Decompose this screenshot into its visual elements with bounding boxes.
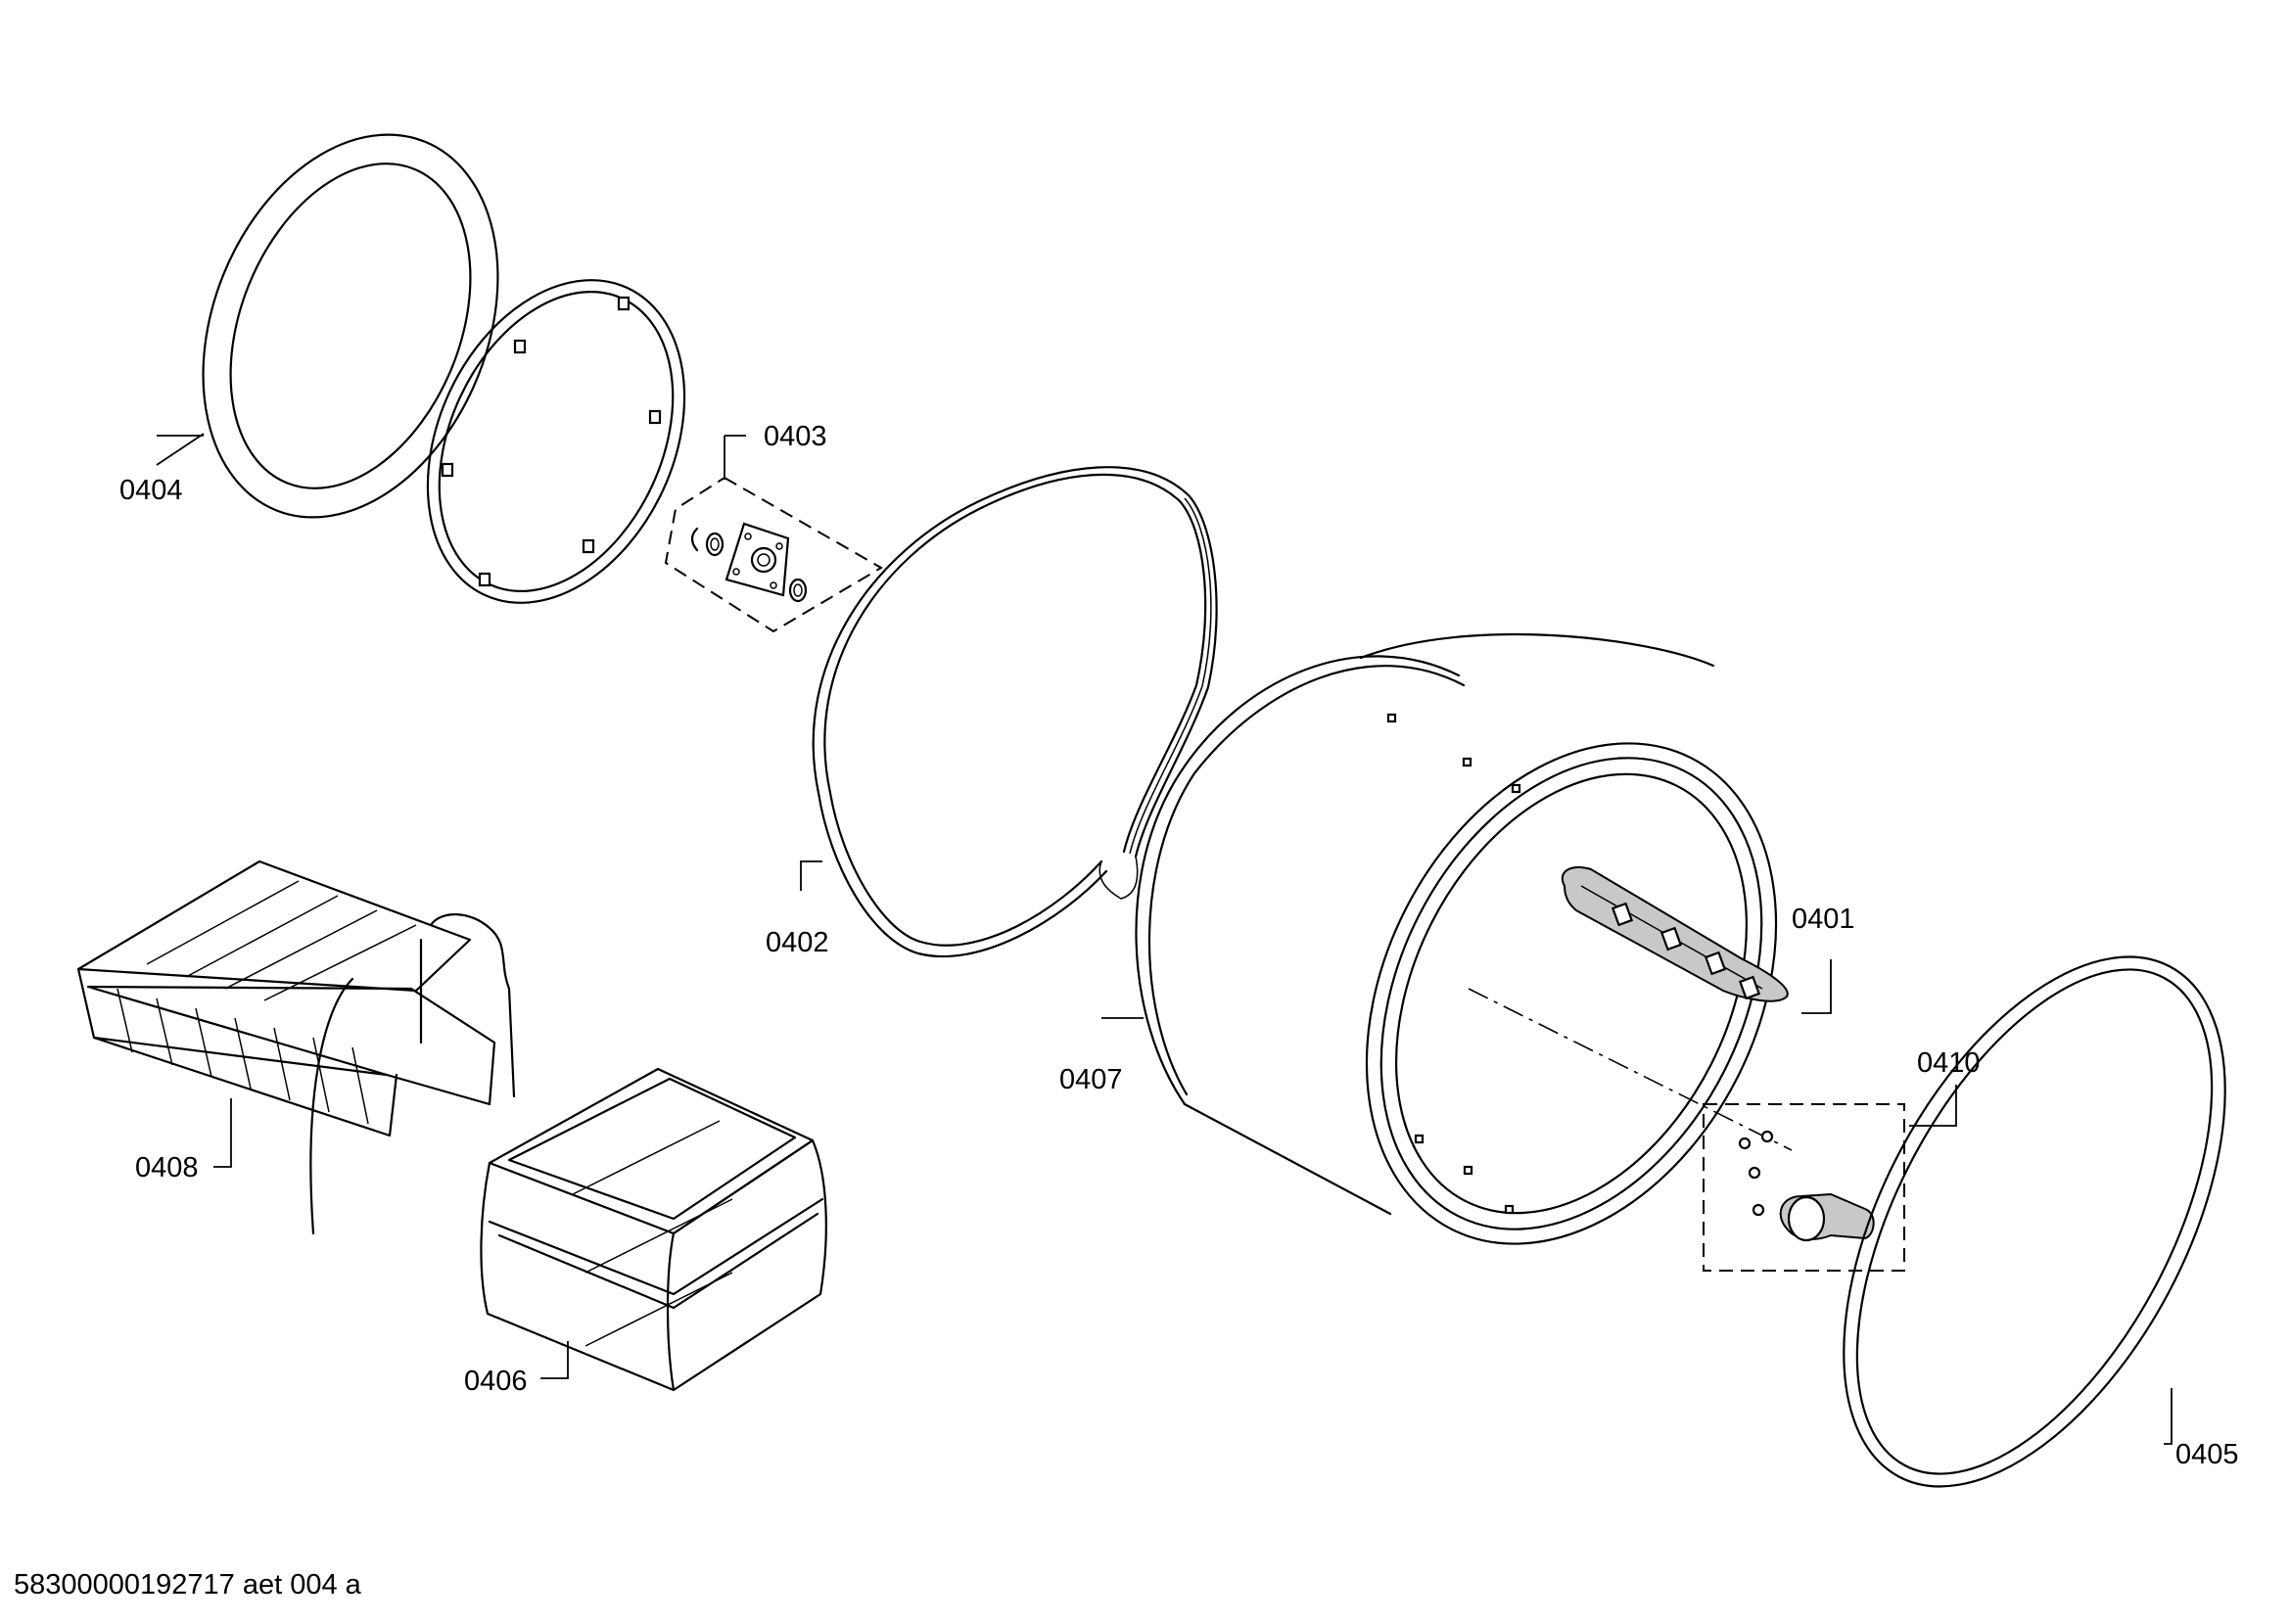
part-0401-drum-baffle[interactable] <box>1562 866 1789 1002</box>
part-0405-rear-seal-ring[interactable] <box>1765 896 2290 1548</box>
part-0402-drive-belt[interactable] <box>812 466 1218 958</box>
callout-leader-lines <box>156 433 2173 1445</box>
part-0408-drying-rack[interactable] <box>76 859 516 1235</box>
label-0408: 0408 <box>135 1152 199 1183</box>
part-0403-bearing-assembly[interactable] <box>664 476 883 633</box>
assembly-axis-line <box>1468 988 1793 1151</box>
part-door-seal-ring-with-tabs[interactable] <box>378 238 734 644</box>
label-0410: 0410 <box>1917 1047 1981 1079</box>
label-0405: 0405 <box>2175 1439 2239 1470</box>
label-0407: 0407 <box>1059 1064 1123 1095</box>
label-0404: 0404 <box>119 475 183 506</box>
drawing-document-id: 58300000192717 aet 004 a <box>14 1569 362 1601</box>
label-0402: 0402 <box>766 927 829 958</box>
part-0404-door-gasket-ring[interactable] <box>149 90 552 561</box>
label-0403: 0403 <box>764 421 827 452</box>
label-0401: 0401 <box>1792 904 1855 935</box>
part-0406-shelf-frame[interactable] <box>480 1067 827 1392</box>
part-0407-drum[interactable] <box>1135 632 1856 1314</box>
label-0406: 0406 <box>464 1366 528 1397</box>
part-0410-shaft-assembly[interactable] <box>1703 1103 1905 1272</box>
